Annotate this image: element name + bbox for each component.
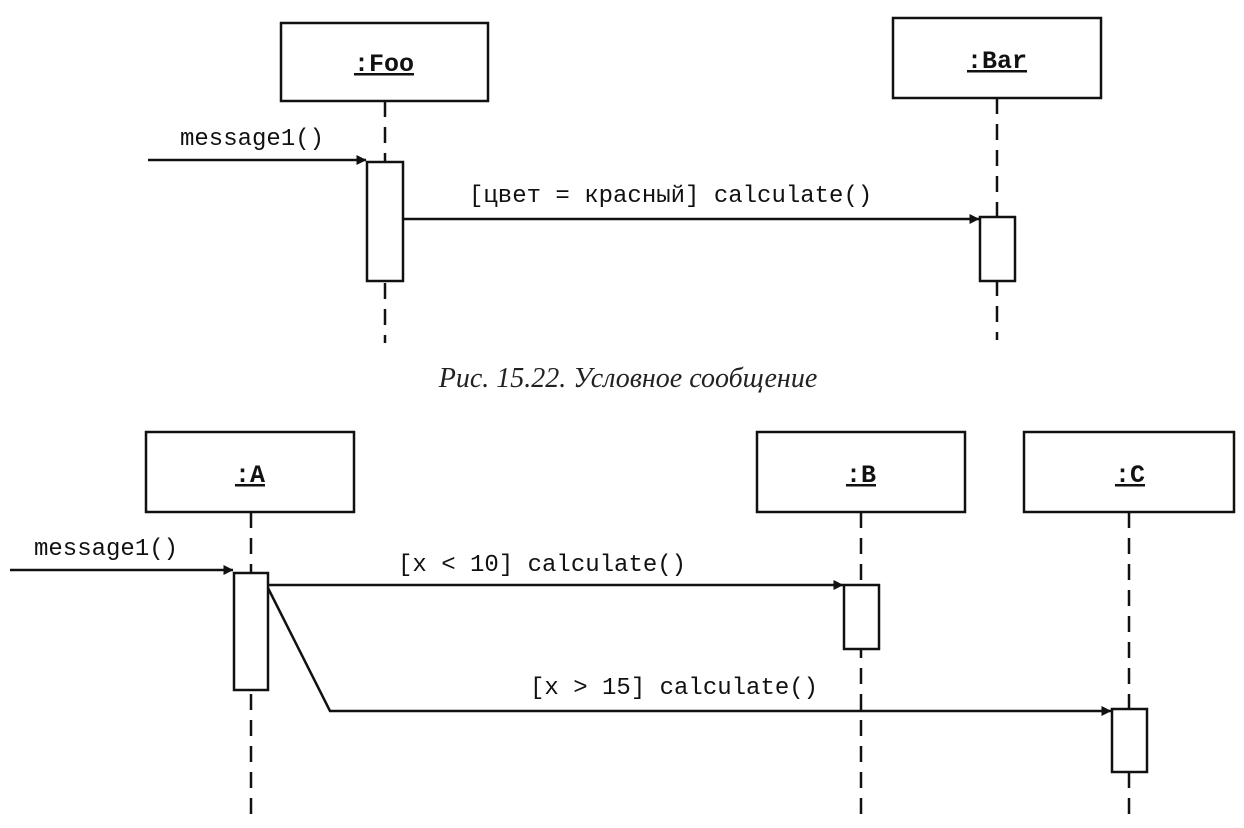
object-c: :C [1022,430,1236,514]
message-label-foo-bar: [цвет = красный] calculate() [469,183,872,210]
message-label-message1-a: message1() [34,536,178,563]
activation-a [232,571,270,692]
message-label-a-b: [x < 10] calculate() [398,552,686,579]
object-b-label: :B [846,461,876,490]
object-a: :A [144,430,356,514]
activation-c [1110,707,1149,774]
message-label-a-c: [x > 15] calculate() [530,675,818,702]
activation-b [842,583,881,651]
activation-bar [978,215,1017,283]
object-foo-label: :Foo [354,50,414,79]
figure-branching-messages: :A :B :C message1() [x < 10] calculate()… [10,430,1236,818]
object-b: :B [755,430,967,514]
object-c-box [1022,430,1236,514]
figure-caption: Рис. 15.22. Условное сообщение [438,363,818,394]
object-foo-box [279,21,490,103]
object-c-label: :C [1115,461,1145,490]
message-arrow-a-c [266,587,1112,716]
figure-conditional-message: :Foo :Bar message1() [цвет = красный] ca… [148,16,1103,394]
activation-foo [365,160,405,283]
object-a-label: :A [235,461,265,490]
object-bar-label: :Bar [967,47,1027,76]
object-b-box [755,430,967,514]
object-foo: :Foo [279,21,490,103]
message-label-message1-foo: message1() [180,126,324,153]
object-bar-box [891,16,1103,100]
object-a-box [144,430,356,514]
object-bar: :Bar [891,16,1103,100]
